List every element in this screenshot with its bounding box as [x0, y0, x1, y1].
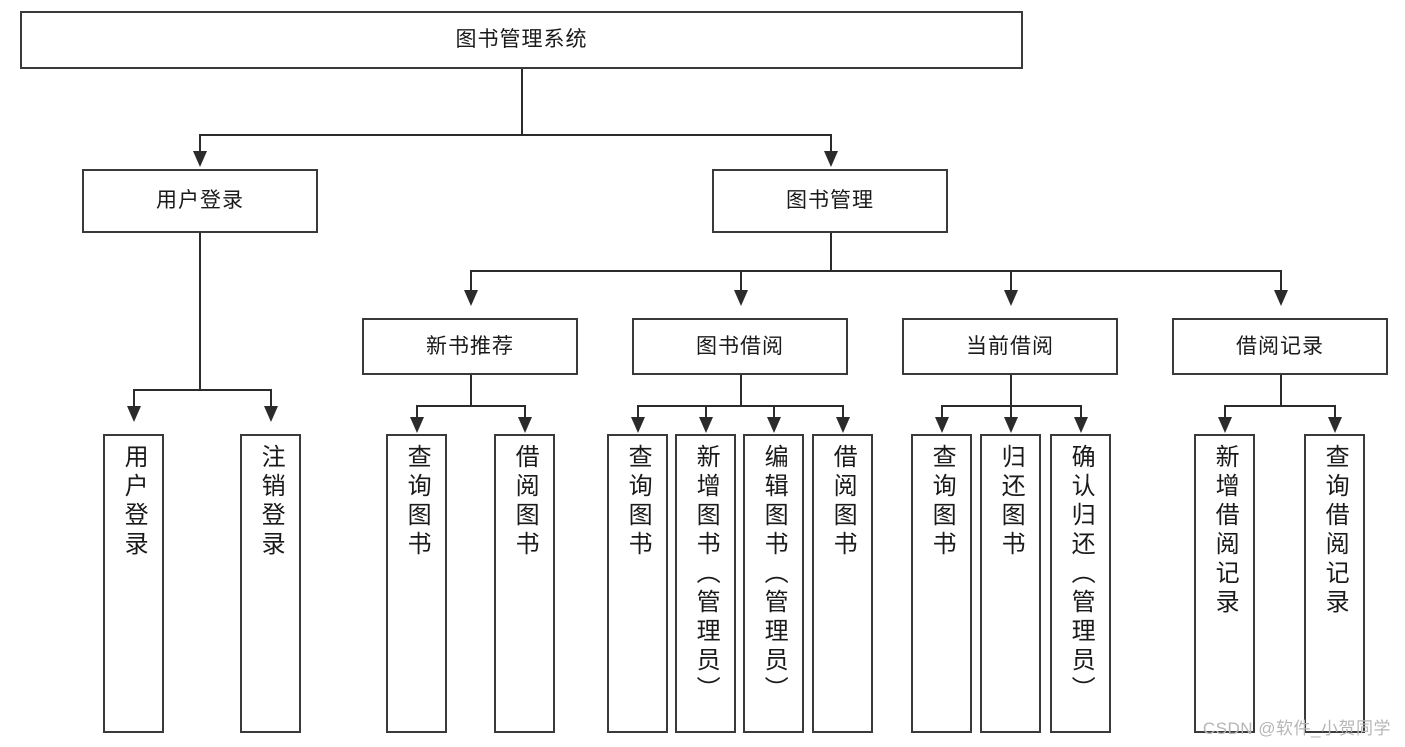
node-label: 编辑图书（管理员） [760, 444, 788, 705]
arrow-to-book-borrow [734, 290, 748, 306]
connector-new-book-drop-1 [416, 405, 418, 419]
node-borrow-record[interactable]: 借阅记录 [1172, 318, 1388, 375]
arrow-to-borrow-record [1274, 290, 1288, 306]
node-label: 确认归还（管理员） [1067, 444, 1095, 705]
arrow-to-leaf-query-book-2 [631, 417, 645, 433]
leaf-return-book[interactable]: 归还图书 [980, 434, 1041, 733]
arrow-to-leaf-logout [264, 406, 278, 422]
connector-borrow-record-drop-1 [1224, 405, 1226, 419]
arrow-to-leaf-edit-book [767, 417, 781, 433]
connector-book-borrow-drop-2 [705, 405, 707, 419]
connector-book-borrow-drop-1 [637, 405, 639, 419]
connector-borrow-record-bus [1224, 405, 1336, 407]
arrow-to-new-book [464, 290, 478, 306]
node-label: 查询图书 [928, 444, 956, 560]
arrow-to-leaf-borrow-book-1 [518, 417, 532, 433]
connector-user-login-bus [133, 389, 271, 391]
connector-new-book-stem [470, 375, 472, 406]
node-user-login[interactable]: 用户登录 [82, 169, 318, 233]
node-label: 图书管理系统 [455, 28, 588, 52]
leaf-confirm-return-admin[interactable]: 确认归还（管理员） [1050, 434, 1111, 733]
connector-book-borrow-drop-4 [842, 405, 844, 419]
leaf-query-book-recommend[interactable]: 查询图书 [386, 434, 447, 733]
connector-user-login-drop-1 [133, 389, 135, 408]
arrow-to-leaf-user-login [127, 406, 141, 422]
node-label: 查询图书 [403, 444, 431, 560]
leaf-borrow-book[interactable]: 借阅图书 [812, 434, 873, 733]
arrow-to-leaf-add-book [699, 417, 713, 433]
leaf-add-borrow-record[interactable]: 新增借阅记录 [1194, 434, 1255, 733]
connector-current-borrow-stem [1010, 375, 1012, 406]
connector-level3-drop-1 [470, 270, 472, 292]
connector-new-book-drop-2 [524, 405, 526, 419]
node-label: 新增借阅记录 [1211, 444, 1239, 618]
leaf-edit-book-admin[interactable]: 编辑图书（管理员） [743, 434, 804, 733]
leaf-borrow-book-recommend[interactable]: 借阅图书 [494, 434, 555, 733]
arrow-to-current-borrow [1004, 290, 1018, 306]
connector-level3-drop-2 [740, 270, 742, 292]
connector-current-borrow-drop-1 [941, 405, 943, 419]
watermark-text: CSDN @软件_小贺同学 [1202, 719, 1391, 738]
connector-level2-bus [199, 134, 831, 136]
node-label: 注销登录 [257, 444, 285, 560]
node-label: 借阅记录 [1236, 334, 1324, 358]
connector-book-manage-stem [830, 233, 832, 271]
connector-user-login-stem [199, 233, 201, 390]
node-label: 图书借阅 [696, 334, 784, 358]
connector-level3-drop-4 [1280, 270, 1282, 292]
leaf-query-book-current[interactable]: 查询图书 [911, 434, 972, 733]
connector-level2-drop-1 [199, 134, 201, 153]
node-root-system[interactable]: 图书管理系统 [20, 11, 1023, 69]
node-book-borrow[interactable]: 图书借阅 [632, 318, 848, 375]
connector-root-stem [521, 69, 523, 135]
leaf-user-login[interactable]: 用户登录 [103, 434, 164, 733]
node-label: 用户登录 [156, 189, 244, 213]
connector-new-book-bus [416, 405, 526, 407]
connector-level3-drop-3 [1010, 270, 1012, 292]
connector-current-borrow-drop-2 [1010, 405, 1012, 419]
connector-book-borrow-bus [637, 405, 843, 407]
connector-borrow-record-stem [1280, 375, 1282, 406]
arrow-to-user-login [193, 151, 207, 167]
node-label: 当前借阅 [966, 334, 1054, 358]
arrow-to-leaf-query-record [1328, 417, 1342, 433]
arrow-to-book-manage [824, 151, 838, 167]
arrow-to-leaf-confirm-return [1074, 417, 1088, 433]
node-label: 用户登录 [120, 444, 148, 560]
node-new-book-recommend[interactable]: 新书推荐 [362, 318, 578, 375]
arrow-to-leaf-query-book-3 [935, 417, 949, 433]
leaf-query-book-borrow[interactable]: 查询图书 [607, 434, 668, 733]
leaf-add-book-admin[interactable]: 新增图书（管理员） [675, 434, 736, 733]
node-label: 查询借阅记录 [1321, 444, 1349, 618]
node-label: 图书管理 [786, 189, 874, 213]
node-label: 借阅图书 [511, 444, 539, 560]
node-book-management[interactable]: 图书管理 [712, 169, 948, 233]
node-label: 归还图书 [997, 444, 1025, 560]
node-label: 新书推荐 [426, 334, 514, 358]
connector-book-borrow-stem [740, 375, 742, 406]
connector-current-borrow-drop-3 [1080, 405, 1082, 419]
arrow-to-leaf-return-book [1004, 417, 1018, 433]
arrow-to-leaf-add-record [1218, 417, 1232, 433]
node-current-borrow[interactable]: 当前借阅 [902, 318, 1118, 375]
leaf-logout[interactable]: 注销登录 [240, 434, 301, 733]
connector-user-login-drop-2 [270, 389, 272, 408]
node-label: 新增图书（管理员） [692, 444, 720, 705]
node-label: 借阅图书 [829, 444, 857, 560]
connector-level3-bus [470, 270, 1280, 272]
connector-level2-drop-2 [830, 134, 832, 153]
connector-book-borrow-drop-3 [773, 405, 775, 419]
arrow-to-leaf-borrow-book-2 [836, 417, 850, 433]
connector-borrow-record-drop-2 [1334, 405, 1336, 419]
node-label: 查询图书 [624, 444, 652, 560]
arrow-to-leaf-query-book-1 [410, 417, 424, 433]
leaf-query-borrow-record[interactable]: 查询借阅记录 [1304, 434, 1365, 733]
